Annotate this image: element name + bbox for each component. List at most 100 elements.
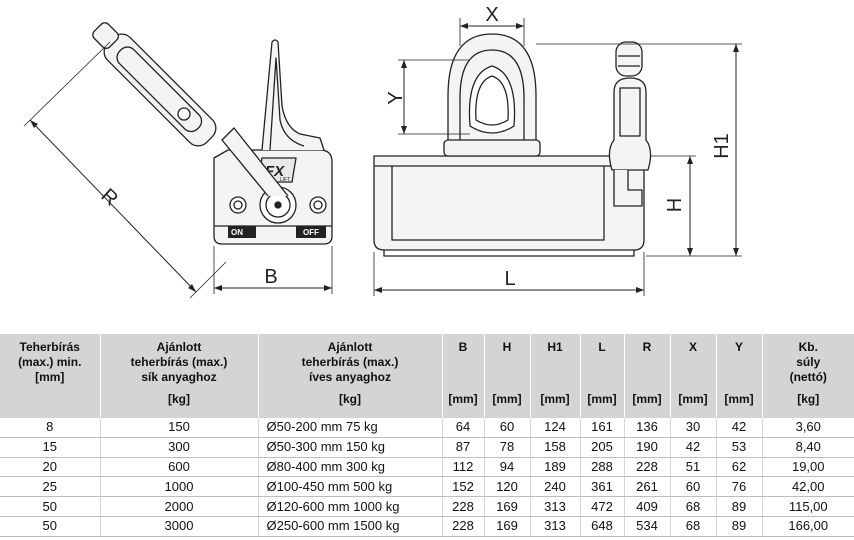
table-cell-h1: 189 <box>529 457 580 478</box>
table-cell-capacity-min: 25 <box>0 476 100 498</box>
dim-label-y: Y <box>385 91 407 104</box>
table-cell-l: 205 <box>579 437 624 458</box>
table-cell-y: 53 <box>715 437 762 458</box>
table-cell-weight: 8,40 <box>761 437 854 458</box>
column-header-h1: H1 [mm] <box>529 334 580 418</box>
table-cell-h: 78 <box>483 437 530 458</box>
table-cell-l: 288 <box>579 457 624 478</box>
column-header-unit: [mm] <box>540 392 570 406</box>
table-cell-capacity-min: 50 <box>0 496 100 517</box>
table-cell-h: 169 <box>483 516 530 537</box>
column-header-capacity-min: Teherbírás (max.) min. [mm] <box>0 334 100 418</box>
table-cell-curved-capacity: Ø250-600 mm 1500 kg <box>257 516 442 537</box>
column-header-unit: [kg] <box>168 392 190 406</box>
svg-text:ON: ON <box>231 228 243 237</box>
column-header-y: Y [mm] <box>715 334 762 418</box>
table-cell-curved-capacity: Ø120-600 mm 1000 kg <box>257 496 442 517</box>
column-header-curved-capacity: Ajánlott teherbírás (max.) íves anyaghoz… <box>257 334 442 418</box>
front-view: X Y H1 H L <box>373 4 742 296</box>
table-cell-weight: 42,00 <box>761 476 854 498</box>
table-cell-h1: 313 <box>529 516 580 537</box>
table-cell-flat-capacity: 600 <box>99 457 258 478</box>
column-header-title: L <box>598 340 606 354</box>
table-cell-h: 169 <box>483 496 530 517</box>
table-cell-h1: 124 <box>529 418 580 438</box>
column-header-title: Ajánlott teherbírás (max.) sík anyaghoz <box>130 340 228 384</box>
table-cell-r: 136 <box>623 418 670 438</box>
table-cell-h1: 158 <box>529 437 580 458</box>
table-cell-flat-capacity: 3000 <box>99 516 258 537</box>
table-cell-b: 228 <box>441 516 484 537</box>
table-cell-capacity-min: 15 <box>0 437 100 458</box>
table-cell-b: 152 <box>441 476 484 498</box>
column-header-l: L [mm] <box>579 334 624 418</box>
column-header-title: R <box>642 340 652 354</box>
column-header-unit: [mm] <box>678 392 708 406</box>
table-cell-b: 112 <box>441 457 484 478</box>
table-cell-flat-capacity: 1000 <box>99 476 258 498</box>
table-cell-r: 534 <box>623 516 670 537</box>
side-view: FX LIFT ON OFF <box>23 22 333 299</box>
table-cell-b: 64 <box>441 418 484 438</box>
table-cell-r: 261 <box>623 476 670 498</box>
column-header-title: Kb. súly (nettó) <box>789 340 827 384</box>
table-cell-x: 30 <box>669 418 716 438</box>
column-header-unit: [mm] <box>492 392 522 406</box>
technical-drawing: FX LIFT ON OFF <box>23 4 742 299</box>
table-cell-curved-capacity: Ø50-200 mm 75 kg <box>257 418 442 438</box>
table-cell-x: 68 <box>669 496 716 517</box>
dim-label-r: R <box>97 184 122 210</box>
table-cell-weight: 115,00 <box>761 496 854 517</box>
column-header-title: Teherbírás (max.) min. [mm] <box>18 340 82 384</box>
table-cell-y: 89 <box>715 496 762 517</box>
column-header-r: R[mm] <box>623 334 670 418</box>
table-cell-h: 94 <box>483 457 530 478</box>
table-cell-y: 89 <box>715 516 762 537</box>
table-cell-l: 361 <box>579 476 624 498</box>
column-header-unit: [mm] <box>724 392 754 406</box>
column-header-title: Y <box>734 340 743 354</box>
table-cell-weight: 3,60 <box>761 418 854 438</box>
column-header-x: X [mm] <box>669 334 716 418</box>
table-cell-x: 60 <box>669 476 716 498</box>
dim-label-b: B <box>264 266 277 288</box>
column-header-title: H <box>502 340 512 354</box>
svg-text:OFF: OFF <box>303 228 319 237</box>
table-cell-weight: 166,00 <box>761 516 854 537</box>
table-cell-weight: 19,00 <box>761 457 854 478</box>
table-cell-curved-capacity: Ø100-450 mm 500 kg <box>257 476 442 498</box>
table-cell-curved-capacity: Ø80-400 mm 300 kg <box>257 457 442 478</box>
table-cell-r: 409 <box>623 496 670 517</box>
table-cell-flat-capacity: 2000 <box>99 496 258 517</box>
table-cell-h: 120 <box>483 476 530 498</box>
spec-table: Teherbírás (max.) min. [mm] Ajánlott tehe… <box>0 334 854 537</box>
table-cell-capacity-min: 20 <box>0 457 100 478</box>
table-cell-h1: 240 <box>529 476 580 498</box>
column-header-unit: [mm] <box>448 392 478 406</box>
table-cell-x: 51 <box>669 457 716 478</box>
column-header-title: B <box>458 340 468 354</box>
column-header-title: H1 <box>547 340 563 354</box>
dim-label-x: X <box>485 4 498 26</box>
column-header-title: X <box>688 340 697 354</box>
table-cell-b: 87 <box>441 437 484 458</box>
table-cell-curved-capacity: Ø50-300 mm 150 kg <box>257 437 442 458</box>
column-header-unit: [kg] <box>797 392 820 406</box>
column-header-unit: [mm] <box>587 392 617 406</box>
column-header-b: B [mm] <box>441 334 484 418</box>
table-cell-x: 68 <box>669 516 716 537</box>
table-cell-flat-capacity: 300 <box>99 437 258 458</box>
table-cell-y: 76 <box>715 476 762 498</box>
table-cell-y: 62 <box>715 457 762 478</box>
table-cell-h: 60 <box>483 418 530 438</box>
table-cell-capacity-min: 50 <box>0 516 100 537</box>
column-header-unit: [kg] <box>339 392 361 406</box>
table-cell-r: 228 <box>623 457 670 478</box>
dim-label-l: L <box>504 268 515 290</box>
